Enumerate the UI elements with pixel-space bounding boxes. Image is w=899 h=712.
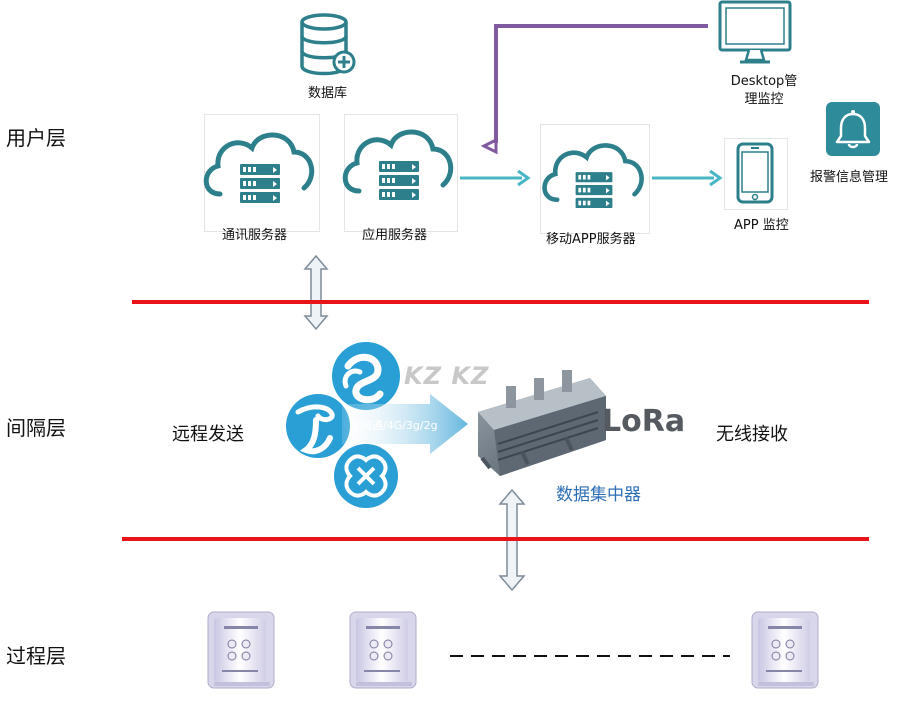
- wireless-receive-label: 无线接收: [716, 424, 788, 445]
- mobile-app-server-label: 移动APP服务器: [546, 232, 636, 247]
- layer-label-interval: 间隔层: [6, 416, 66, 440]
- comm-server-label: 通讯服务器: [222, 228, 288, 243]
- database-label: 数据库: [308, 86, 348, 101]
- network-signal-arrow: [342, 394, 468, 454]
- china-unicom-logo: [334, 444, 398, 508]
- app-server-label: 应用服务器: [362, 228, 428, 243]
- alarm-mgmt-label: 报警信息管理: [810, 170, 889, 185]
- double-arrow-upper: [303, 254, 329, 331]
- lora-label: LoRa: [602, 404, 686, 439]
- mobile-app-server-frame: [540, 124, 650, 234]
- mobile-to-phone-arrow: [652, 169, 723, 187]
- desktop-to-server-line: [480, 24, 708, 155]
- phone-icon: [736, 142, 774, 204]
- network-type-label: 全网通/4G/3g/2g: [350, 419, 438, 432]
- field-device-3: [751, 611, 819, 689]
- desktop-monitor-label-line2: 理监控: [744, 92, 784, 107]
- china-telecom-logo: [286, 394, 350, 458]
- app-server-icon: [345, 132, 450, 200]
- watermark-text: KZ KZ: [404, 362, 490, 390]
- field-device-2: [349, 611, 417, 689]
- layer-label-process: 过程层: [6, 644, 66, 668]
- data-concentrator-label: 数据集中器: [556, 485, 641, 505]
- desktop-monitor-label-line1: Desktop管: [730, 74, 798, 89]
- app-to-mobile-arrow: [460, 169, 531, 187]
- comm-server-icon: [206, 135, 311, 203]
- app-monitor-label: APP 监控: [734, 218, 789, 233]
- desktop-monitor-icon: [718, 0, 792, 64]
- comm-server-frame: [204, 114, 320, 232]
- alarm-bell-icon: [826, 102, 880, 156]
- field-device-1: [207, 611, 275, 689]
- mobile-app-server-icon: [545, 145, 642, 208]
- remote-send-label: 远程发送: [172, 424, 244, 445]
- database-icon: [300, 13, 356, 76]
- china-mobile-logo: [332, 342, 400, 410]
- layer-label-user: 用户层: [6, 126, 66, 150]
- data-concentrator-icon: [478, 370, 606, 476]
